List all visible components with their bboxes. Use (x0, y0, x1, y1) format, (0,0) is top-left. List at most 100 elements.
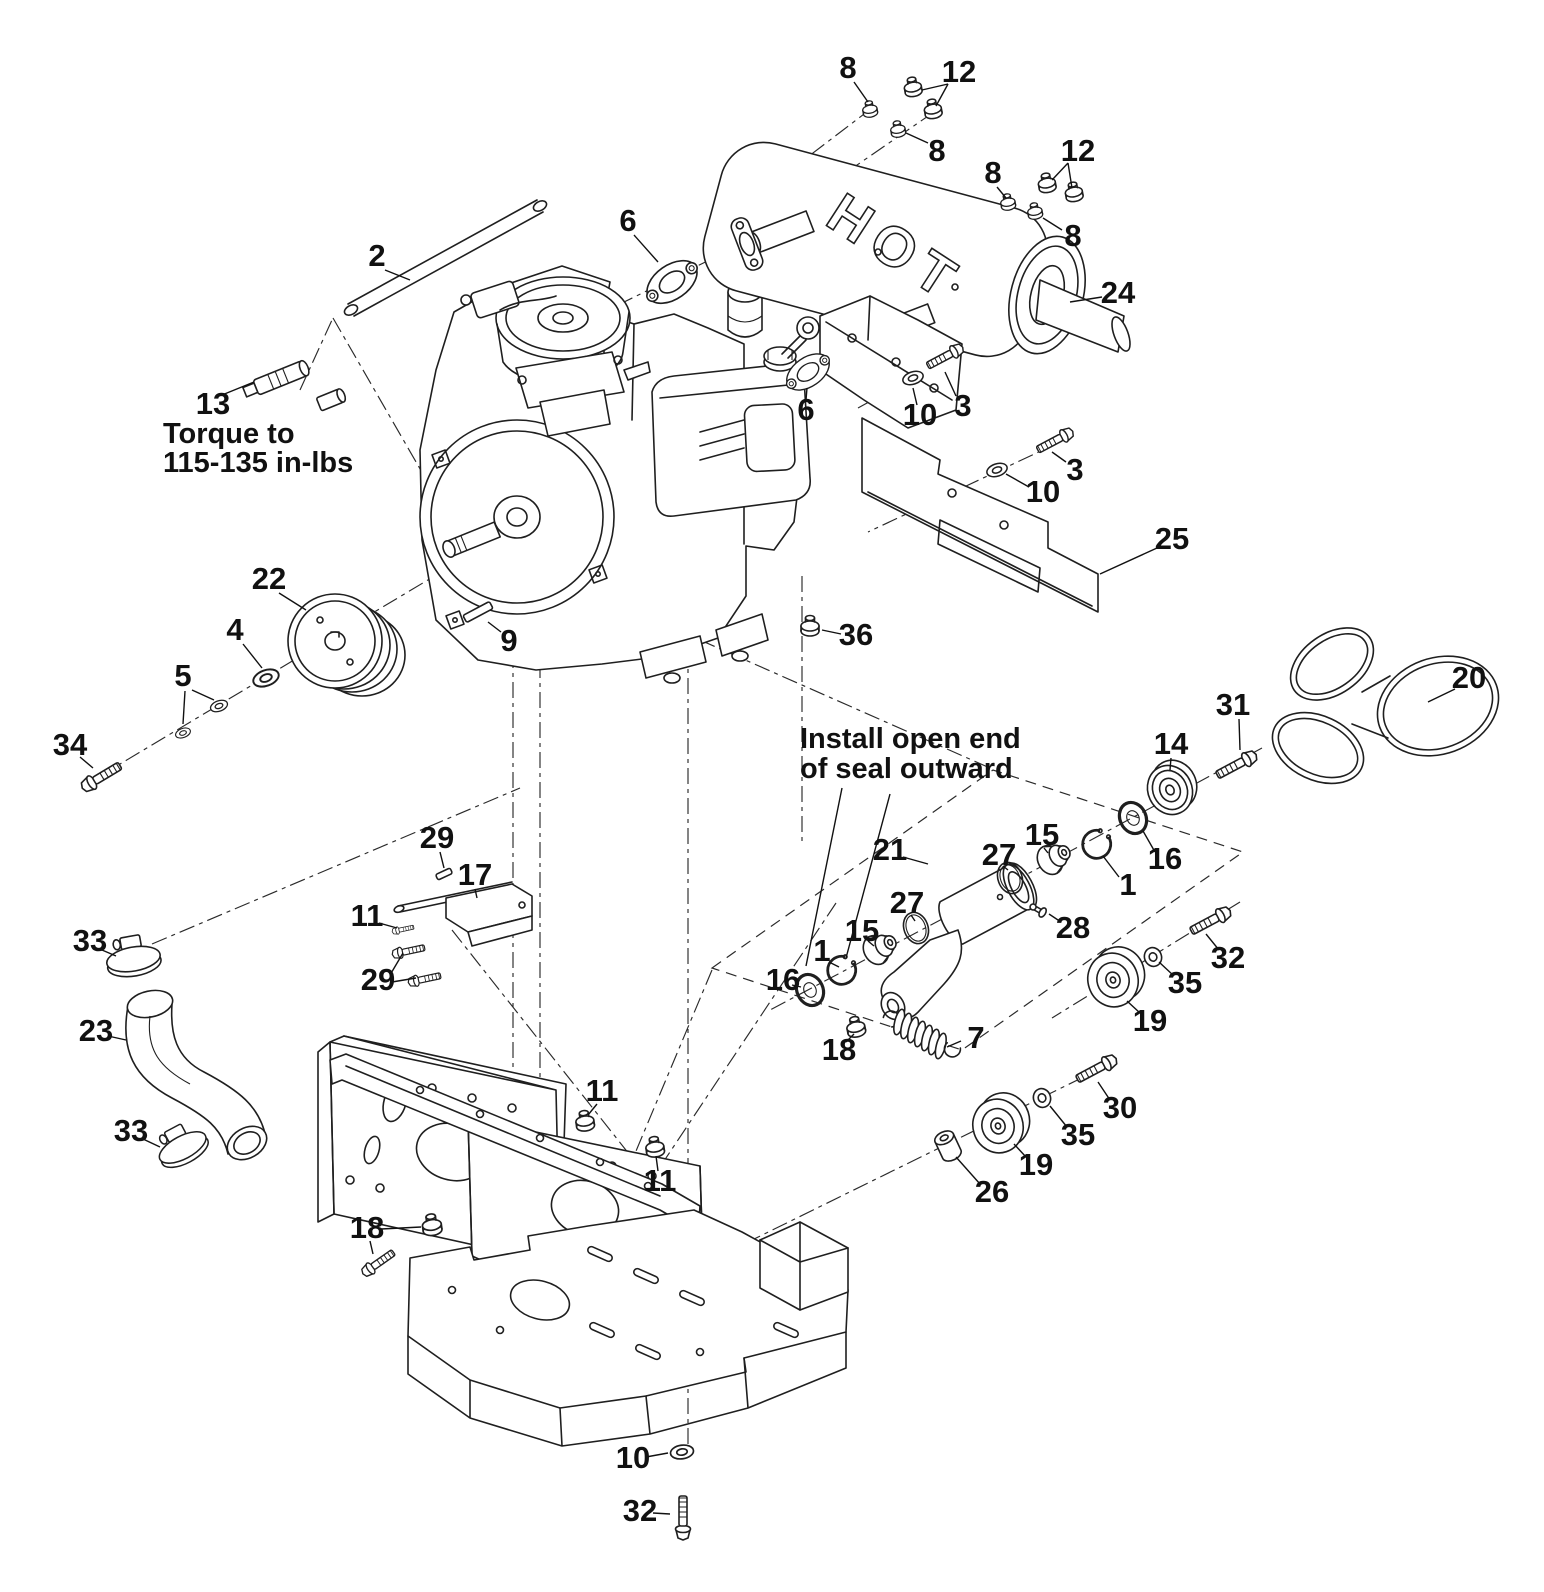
screw-11a (390, 923, 415, 936)
callout-3: 3 (954, 388, 971, 423)
engine-deck (407, 1209, 849, 1447)
callout-19: 19 (1133, 1003, 1167, 1038)
callout-34: 34 (53, 727, 88, 762)
leader-line-16 (1142, 830, 1156, 853)
air-intake-hose (102, 930, 268, 1175)
callout-33: 33 (73, 923, 107, 958)
bolt-32a (1186, 903, 1235, 939)
callout-4: 4 (226, 612, 244, 647)
frame-rail (329, 1053, 701, 1233)
callout-19: 19 (1019, 1147, 1053, 1182)
leader-line-22 (278, 592, 307, 611)
leader-line-2 (384, 269, 411, 281)
callout-8: 8 (984, 155, 1001, 190)
callout-18: 18 (822, 1032, 856, 1067)
callout-30: 30 (1103, 1090, 1137, 1125)
grease-fitting-28 (1029, 903, 1048, 918)
callout-1: 1 (813, 933, 830, 968)
leader-line-29 (389, 952, 404, 976)
leader-line-19 (1126, 1000, 1141, 1014)
leader-line-18 (845, 1033, 855, 1043)
nut-12d (1062, 179, 1085, 204)
hose-clamp-33a (102, 930, 164, 982)
blower-housing (419, 356, 615, 630)
callout-26: 26 (975, 1174, 1009, 1209)
callout-24: 24 (1101, 275, 1136, 310)
leader-line-12 (1067, 162, 1073, 189)
leader-line-26 (955, 1156, 981, 1185)
leader-line-3 (944, 371, 957, 397)
tube-fitting (242, 359, 347, 412)
bolt-18b (358, 1246, 398, 1280)
dipstick-handle (781, 316, 820, 359)
bolt-29a (390, 941, 427, 961)
callout-15: 15 (845, 913, 879, 948)
callout-2: 2 (368, 238, 385, 273)
leader-line-11 (587, 1103, 598, 1116)
callout-36: 36 (839, 617, 873, 652)
seal-16a (1112, 796, 1154, 840)
callout-27: 27 (982, 837, 1016, 872)
leader-line-34 (79, 756, 94, 769)
callout-28: 28 (1056, 910, 1090, 945)
callout-18: 18 (350, 1210, 384, 1245)
air-cleaner (495, 276, 631, 385)
leader-line-33 (142, 1138, 161, 1148)
leader-line-5 (191, 689, 215, 701)
callout-35: 35 (1061, 1117, 1095, 1152)
leader-line-18 (380, 1226, 422, 1230)
leader-line-35 (1049, 1105, 1068, 1128)
leader-line-14 (1169, 757, 1172, 771)
nut-11c (643, 1134, 666, 1159)
leader-line-27 (1002, 865, 1009, 871)
callout-25: 25 (1155, 521, 1189, 556)
callout-12: 12 (942, 54, 976, 89)
leader-line-13 (221, 381, 255, 396)
callout-9: 9 (500, 623, 517, 658)
nut-12b (921, 96, 944, 121)
torque-note: Torque to 115-135 in-lbs (163, 418, 353, 479)
leader-line-6 (805, 387, 808, 401)
seal-note-line1: Install open end (800, 723, 1021, 755)
nut-8a (860, 99, 879, 119)
engine-assembly (419, 265, 820, 684)
leader-line-27 (910, 914, 916, 922)
callout-17: 17 (458, 857, 492, 892)
leader-line-12 (935, 83, 949, 107)
leader-line-33 (101, 949, 117, 957)
callout-7: 7 (967, 1020, 984, 1055)
muffler: HOT (702, 141, 1131, 359)
idler-arm-assembly (789, 747, 1261, 1069)
callout-11: 11 (644, 1163, 677, 1198)
leader-line-12 (1051, 162, 1069, 181)
callout-14: 14 (1154, 726, 1189, 761)
callout-29: 29 (420, 820, 454, 855)
callout-11: 11 (586, 1073, 619, 1108)
callout-5: 5 (174, 658, 191, 693)
callout-8: 8 (839, 50, 856, 85)
torque-note-line1: Torque to (163, 418, 295, 450)
leader-line-4 (242, 643, 263, 669)
callout-16: 16 (766, 962, 800, 997)
engine-feet (639, 613, 769, 684)
callout-11: 11 (351, 898, 384, 933)
nut-36 (800, 614, 820, 637)
fuel-tank (651, 346, 812, 518)
callout-29: 29 (361, 962, 395, 997)
spacer-26 (933, 1130, 963, 1162)
exhaust-gasket-2 (785, 353, 831, 391)
leader-line-18 (369, 1240, 374, 1255)
leader-line-3 (1051, 451, 1067, 463)
nut-8d (1025, 201, 1044, 221)
leader-line-15 (867, 940, 875, 947)
callout-3: 3 (1066, 452, 1083, 487)
callout-16: 16 (1148, 841, 1182, 876)
callout-1: 1 (1119, 867, 1136, 902)
callout-10: 10 (1026, 474, 1060, 509)
leader-line-20 (1427, 688, 1456, 703)
leader-line-16 (791, 984, 802, 988)
leader-line-8 (996, 186, 1007, 199)
leader-line-8 (1042, 217, 1063, 231)
leader-line-11 (378, 922, 398, 929)
leader-line-25 (1099, 547, 1158, 575)
